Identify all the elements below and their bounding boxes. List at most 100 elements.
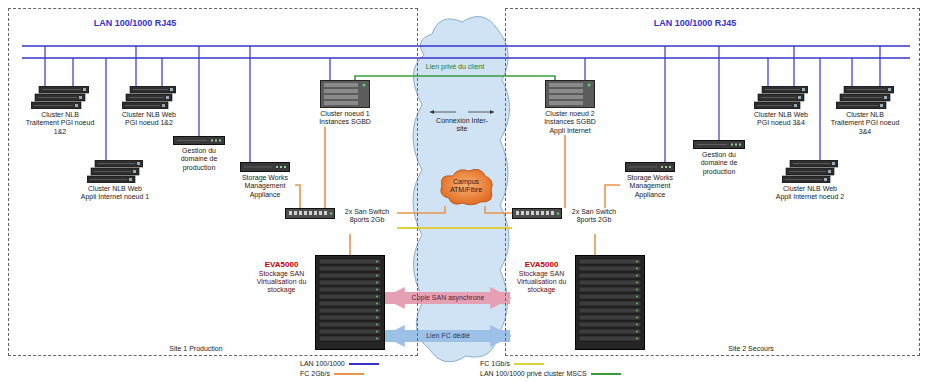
fc-link — [295, 185, 300, 208]
fc-link — [324, 127, 326, 208]
device-icon — [836, 86, 894, 109]
device-icon — [122, 86, 176, 109]
server-cluster: Cluster NLB Web Appli Internet noeud 2 — [775, 160, 845, 202]
node-label: Campus ATM/Fibre — [446, 178, 486, 195]
device-icon — [545, 80, 595, 108]
storage-array: EVA5000Stockage SAN Virtualisation du st… — [510, 255, 645, 350]
device-icon — [754, 86, 808, 109]
lan-drop — [664, 46, 665, 162]
wan-cloud: Campus ATM/Fibre — [437, 166, 495, 206]
legend-item: FC 2Gb/s — [300, 370, 364, 378]
servers-icon — [87, 160, 143, 183]
legend-text: FC 1Gb/s — [480, 360, 510, 368]
cloud-arrow — [468, 112, 494, 113]
lan-drop — [819, 58, 820, 160]
lan-drops — [45, 46, 880, 162]
legend-item: LAN 100/1000 privé cluster MSCS — [480, 370, 621, 378]
legend-line — [591, 373, 621, 375]
lan-drop — [584, 58, 585, 80]
node-label: Storage Works Management Appliance — [235, 174, 295, 199]
node-label: EVA5000 — [510, 260, 573, 270]
site-zone: Site 1 Production Cluster NLB Traitement … — [8, 8, 418, 356]
node-label: Storage Works Management Appliance — [620, 174, 680, 199]
san-switch: 2x San Switch 8ports 2Gb — [512, 208, 624, 234]
legend-line — [349, 363, 379, 365]
node-label: Cluster noeud 2 Instances SGBD Appli Int… — [540, 110, 600, 135]
lan-drop — [879, 46, 880, 86]
site-zone: Site 2 Secours Cluster noeud 2 Instances … — [505, 8, 920, 356]
device-icon — [575, 255, 645, 350]
node-label: 2x San Switch 8ports 2Gb — [337, 208, 397, 225]
appliance-icon — [626, 163, 675, 172]
legend-swatch — [334, 371, 364, 377]
lan-drop — [718, 46, 719, 140]
device-icon — [240, 162, 290, 172]
fc-link — [605, 185, 620, 208]
device-icon — [87, 160, 143, 183]
node-label: 2x San Switch 8ports 2Gb — [564, 208, 624, 225]
servers-icon — [836, 86, 894, 109]
device-icon — [285, 208, 335, 219]
switch-icon — [513, 209, 562, 219]
lan-drop — [198, 46, 199, 136]
node-label: Gestion du domaine de production — [690, 151, 748, 176]
device-icon — [31, 86, 89, 109]
legend-swatch — [349, 361, 379, 367]
node-label: Cluster NLB Traitement PGI noeud 1&2 — [25, 111, 95, 136]
device-icon — [512, 208, 562, 219]
management-appliance: Storage Works Management Appliance — [620, 162, 680, 199]
node-label: Site 2 Secours — [721, 345, 781, 353]
node-label: Gestion du domaine de production — [170, 147, 228, 172]
legend-swatch — [514, 361, 544, 367]
legend-text: LAN 100/1000 — [300, 360, 345, 368]
lan-drop — [105, 58, 106, 160]
lan-bus — [22, 45, 910, 47]
node-label: Site 1 Production — [166, 345, 226, 353]
servers-icon — [31, 86, 89, 109]
servers-icon — [122, 86, 176, 109]
node-label: Cluster NLB Web PGI noeud 3&4 — [750, 111, 812, 128]
cloud-arrow — [430, 112, 456, 113]
node-label: Cluster noeud 1 Instances SGBD — [315, 110, 375, 127]
server-cluster: Cluster NLB Web PGI noeud 3&4 — [750, 86, 812, 128]
legend-item: FC 1Gb/s — [480, 360, 544, 368]
lan-drop — [161, 58, 162, 86]
legend-swatch — [591, 371, 621, 377]
database-cluster: Cluster noeud 2 Instances SGBD Appli Int… — [540, 80, 600, 135]
lan-bus — [22, 57, 910, 59]
lan-drop — [767, 58, 768, 86]
lan-drop — [135, 46, 136, 86]
edge-label: Copie SAN asynchrone — [410, 294, 487, 302]
legend-line — [334, 373, 364, 375]
device-icon — [693, 140, 745, 149]
lan-drop — [793, 46, 794, 86]
legend-line — [514, 363, 544, 365]
tower-icon — [546, 81, 595, 108]
device-icon — [782, 160, 838, 183]
device-icon — [320, 80, 370, 108]
domain-server: Gestion du domaine de production — [690, 140, 748, 176]
node-label: Cluster NLB Web Appli Internet noeud 1 — [80, 185, 150, 202]
appliance-icon — [174, 137, 225, 145]
storage-array: EVA5000Stockage SAN Virtualisation du st… — [250, 255, 385, 350]
edge-label: Lien privé du client — [424, 63, 486, 71]
fc-link — [564, 135, 566, 208]
network-label: LAN 100/1000 RJ45 — [640, 18, 750, 29]
fc-link — [397, 227, 512, 229]
fc-link — [594, 234, 596, 255]
legend-text: FC 2Gb/s — [300, 370, 330, 378]
lan-drop — [44, 46, 45, 86]
network-label: LAN 100/1000 RJ45 — [80, 18, 190, 29]
server-cluster: Cluster NLB Web Appli Internet noeud 1 — [80, 160, 150, 202]
appliance-icon — [241, 163, 290, 172]
server-cluster: Cluster NLB Traitement PGI noeud 1&2 — [25, 86, 95, 136]
database-cluster: Cluster noeud 1 Instances SGBD — [315, 80, 375, 127]
node-body: Stockage SAN Virtualisation du stockage — [510, 270, 573, 295]
node-body: Stockage SAN Virtualisation du stockage — [250, 270, 313, 295]
lan-drop — [72, 58, 73, 86]
legend-item: LAN 100/1000 — [300, 360, 379, 368]
appliance-icon — [694, 141, 745, 149]
tower-icon — [321, 81, 370, 108]
node-label: Cluster NLB Traitement PGI noeud 3&4 — [830, 111, 900, 136]
fc-link — [397, 206, 445, 213]
